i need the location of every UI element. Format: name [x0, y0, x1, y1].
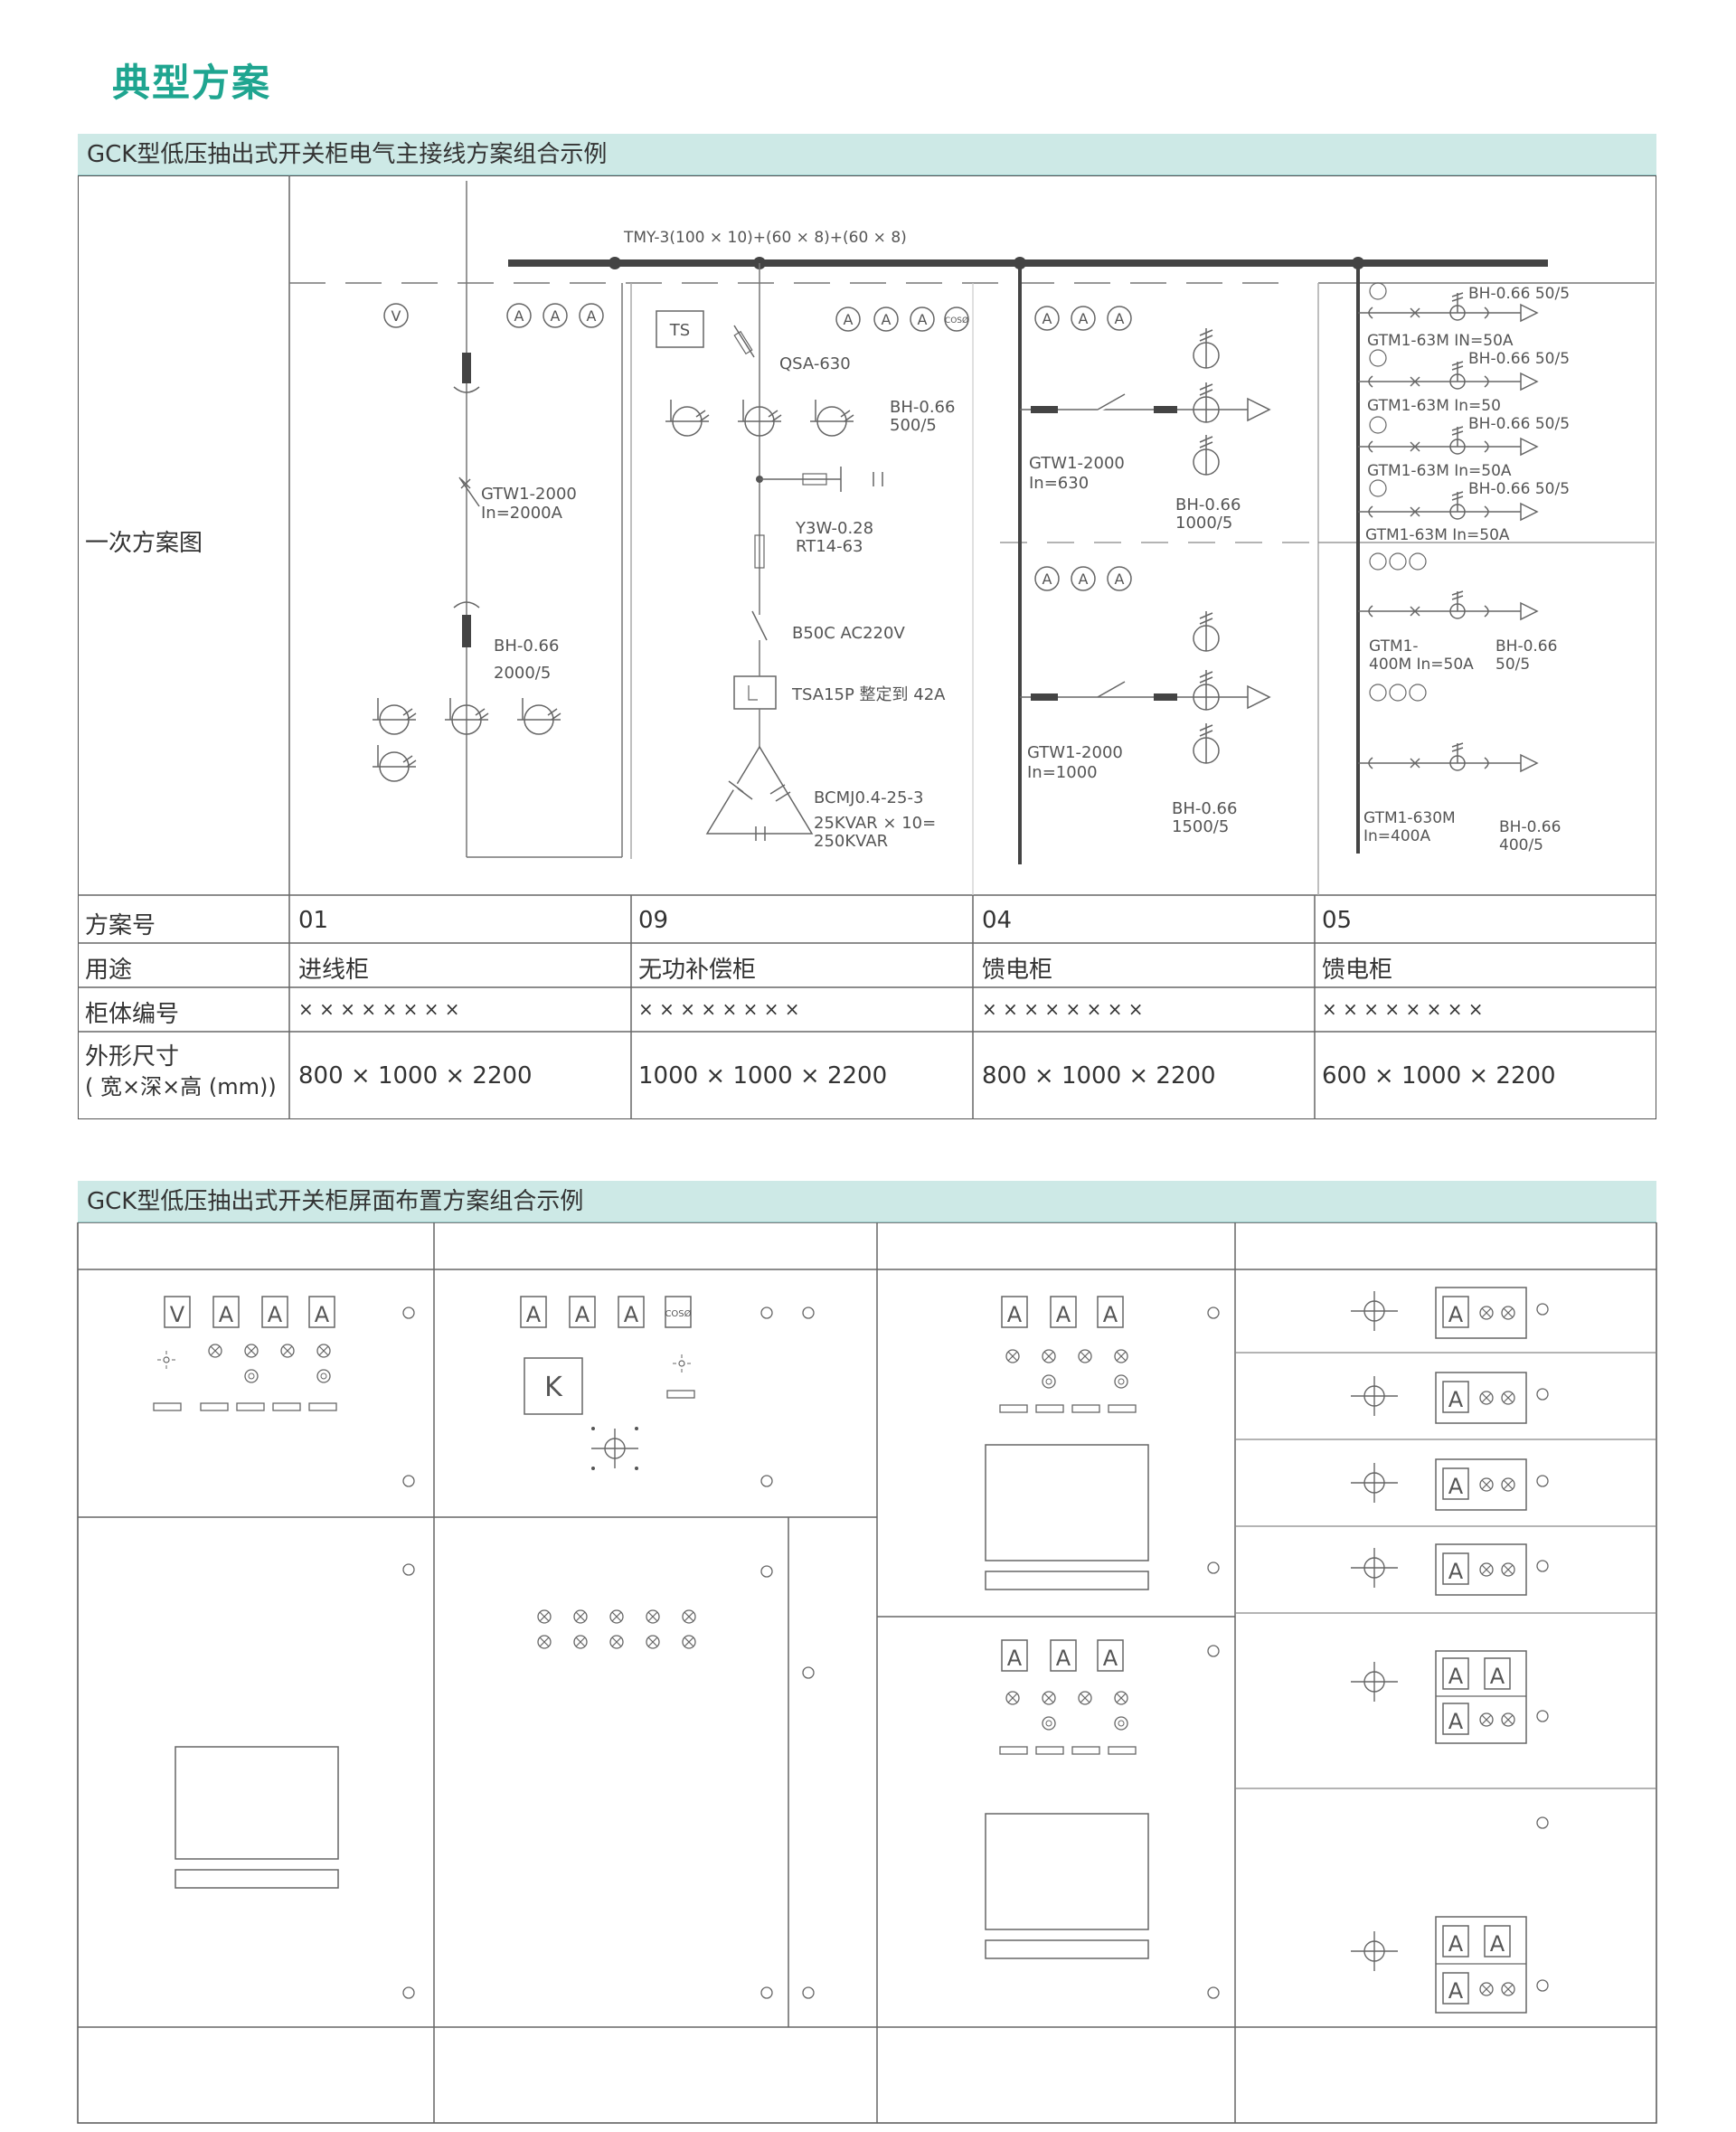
- col2-y3w: Y3W-0.28: [795, 519, 873, 538]
- single-line-diagram: A TMY-3(: [289, 181, 1655, 895]
- panel4-unit5-meter1: A: [1448, 1664, 1464, 1689]
- col3-sw2: GTW1-2000: [1027, 743, 1123, 762]
- usage-3: 馈电柜: [982, 957, 1053, 984]
- panel2-meter-a1: A: [526, 1302, 542, 1327]
- meter-v-1: V: [392, 307, 401, 325]
- panel4-unit5-meter3: A: [1448, 1709, 1464, 1734]
- cabinet-no-3: × × × × × × × ×: [982, 998, 1144, 1020]
- row-label-cabinet-no: 柜体编号: [85, 1001, 180, 1028]
- cabinet-no-1: × × × × × × × ×: [298, 998, 460, 1020]
- scheme-no-4: 05: [1322, 907, 1353, 934]
- dimensions-3: 800 × 1000 × 2200: [982, 1062, 1216, 1090]
- col4-f3: GTM1-63M In=50A: [1367, 462, 1512, 480]
- page-title: 典型方案: [112, 61, 272, 105]
- busbar-label: TMY-3(100 × 10)+(60 × 8)+(60 × 8): [623, 229, 907, 247]
- col3-sw1-in: In=630: [1029, 474, 1089, 493]
- panel3-meter-a4: A: [1007, 1646, 1023, 1671]
- usage-1: 进线柜: [298, 957, 370, 984]
- col4-ct-1: BH-0.66 50/5: [1468, 285, 1570, 303]
- panel3-meter-a3: A: [1103, 1302, 1118, 1327]
- panel2-meter-a3: A: [624, 1302, 639, 1327]
- panel1-meter-a2: A: [268, 1302, 283, 1327]
- col1-switch-in: In=2000A: [481, 504, 563, 523]
- col2-kvar1: 25KVAR × 10=: [814, 814, 936, 833]
- meter-cos-1: COSØ: [945, 316, 968, 325]
- col2-rt: RT14-63: [796, 537, 863, 556]
- panel2-meter-cos: COSØ: [665, 1308, 691, 1319]
- panel4-unit6-meter1: A: [1448, 1931, 1464, 1957]
- col3-sw1: GTW1-2000: [1029, 454, 1125, 473]
- row-label-dimensions-2: ( 宽×深×高 (mm)): [85, 1074, 277, 1099]
- panel3-meter-a2: A: [1056, 1302, 1071, 1327]
- col4-ct6-ratio: 400/5: [1499, 836, 1543, 854]
- cabinet-no-4: × × × × × × × ×: [1322, 998, 1484, 1020]
- col2-ct: BH-0.66: [890, 398, 955, 417]
- scheme-no-3: 04: [982, 907, 1013, 934]
- col3-ct2: BH-0.66: [1172, 799, 1237, 818]
- panel3-meter-a5: A: [1056, 1646, 1071, 1671]
- col4-ct-2: BH-0.66 50/5: [1468, 350, 1570, 368]
- row-label-dimensions-1: 外形尺寸: [85, 1043, 180, 1071]
- col2-bcmj: BCMJ0.4-25-3: [814, 788, 923, 807]
- col4-ct-3: BH-0.66 50/5: [1468, 415, 1570, 433]
- usage-4: 馈电柜: [1322, 957, 1393, 984]
- col4-f5b: 400M In=50A: [1369, 656, 1474, 674]
- cabinet-no-2: × × × × × × × ×: [638, 998, 800, 1020]
- panel-layout-diagram: V A A A A A A COSØ K A A A A A A A: [77, 1222, 1657, 2124]
- col1-ct-ratio: 2000/5: [494, 664, 551, 683]
- col3-ct2-ratio: 1500/5: [1172, 817, 1229, 836]
- col4-ct5: BH-0.66: [1495, 637, 1557, 656]
- scheme-no-1: 01: [298, 907, 329, 934]
- col4-f5a: GTM1-: [1369, 637, 1419, 656]
- scheme-no-2: 09: [638, 907, 669, 934]
- col1-switch: GTW1-2000: [481, 485, 577, 504]
- col4-ct5-ratio: 50/5: [1495, 656, 1530, 674]
- col4-f4: GTM1-63M In=50A: [1365, 526, 1510, 544]
- col4-ct6: BH-0.66: [1499, 818, 1561, 836]
- col2-ct-ratio: 500/5: [890, 416, 937, 435]
- row-label-diagram: 一次方案图: [85, 530, 203, 557]
- panel1-meter-a3: A: [315, 1302, 330, 1327]
- col4-f1: GTM1-63M IN=50A: [1367, 332, 1514, 350]
- panel2-meter-a2: A: [575, 1302, 590, 1327]
- panel4-unit4-meter: A: [1448, 1559, 1464, 1584]
- dimensions-2: 1000 × 1000 × 2200: [638, 1062, 888, 1090]
- section1-banner: GCK型低压抽出式开关柜电气主接线方案组合示例: [78, 134, 1656, 175]
- usage-2: 无功补偿柜: [638, 957, 757, 984]
- section2-banner: GCK型低压抽出式开关柜屏面布置方案组合示例: [78, 1181, 1656, 1222]
- col4-f6a: GTM1-630M: [1363, 809, 1456, 827]
- scheme-table-grid: [78, 175, 1656, 1119]
- panel3-meter-a6: A: [1103, 1646, 1118, 1671]
- dimensions-1: 800 × 1000 × 2200: [298, 1062, 533, 1090]
- panel4-unit5-meter2: A: [1490, 1664, 1505, 1689]
- col2-kvar2: 250KVAR: [814, 832, 888, 851]
- panel4-unit6-meter3: A: [1448, 1978, 1464, 2004]
- dimensions-4: 600 × 1000 × 2200: [1322, 1062, 1556, 1090]
- panel1-meter-a1: A: [219, 1302, 234, 1327]
- col3-ct1: BH-0.66: [1175, 495, 1241, 514]
- row-label-usage: 用途: [85, 957, 133, 984]
- panel1-meter-v: V: [170, 1302, 185, 1327]
- col4-ct-4: BH-0.66 50/5: [1468, 480, 1570, 498]
- panel3-meter-a1: A: [1007, 1302, 1023, 1327]
- col3-ct1-ratio: 1000/5: [1175, 514, 1232, 533]
- col1-ct: BH-0.66: [494, 637, 559, 656]
- row-label-scheme-no: 方案号: [85, 912, 156, 939]
- col4-f6b: In=400A: [1363, 827, 1430, 845]
- panel4-unit2-meter: A: [1448, 1387, 1464, 1412]
- panel4-unit6-meter2: A: [1490, 1931, 1505, 1957]
- col3-sw2-in: In=1000: [1027, 763, 1098, 782]
- col2-tsa: TSA15P 整定到 42A: [791, 685, 946, 704]
- panel4-unit3-meter: A: [1448, 1474, 1464, 1499]
- panel4-unit1-meter: A: [1448, 1302, 1464, 1327]
- col2-b50c: B50C AC220V: [792, 624, 905, 643]
- panel2-meter-k: K: [544, 1372, 563, 1403]
- col2-qsa: QSA-630: [779, 354, 851, 373]
- col4-f2: GTM1-63M In=50: [1367, 397, 1501, 415]
- scheme-table: [78, 175, 1656, 1119]
- col2-ts: TS: [669, 321, 690, 340]
